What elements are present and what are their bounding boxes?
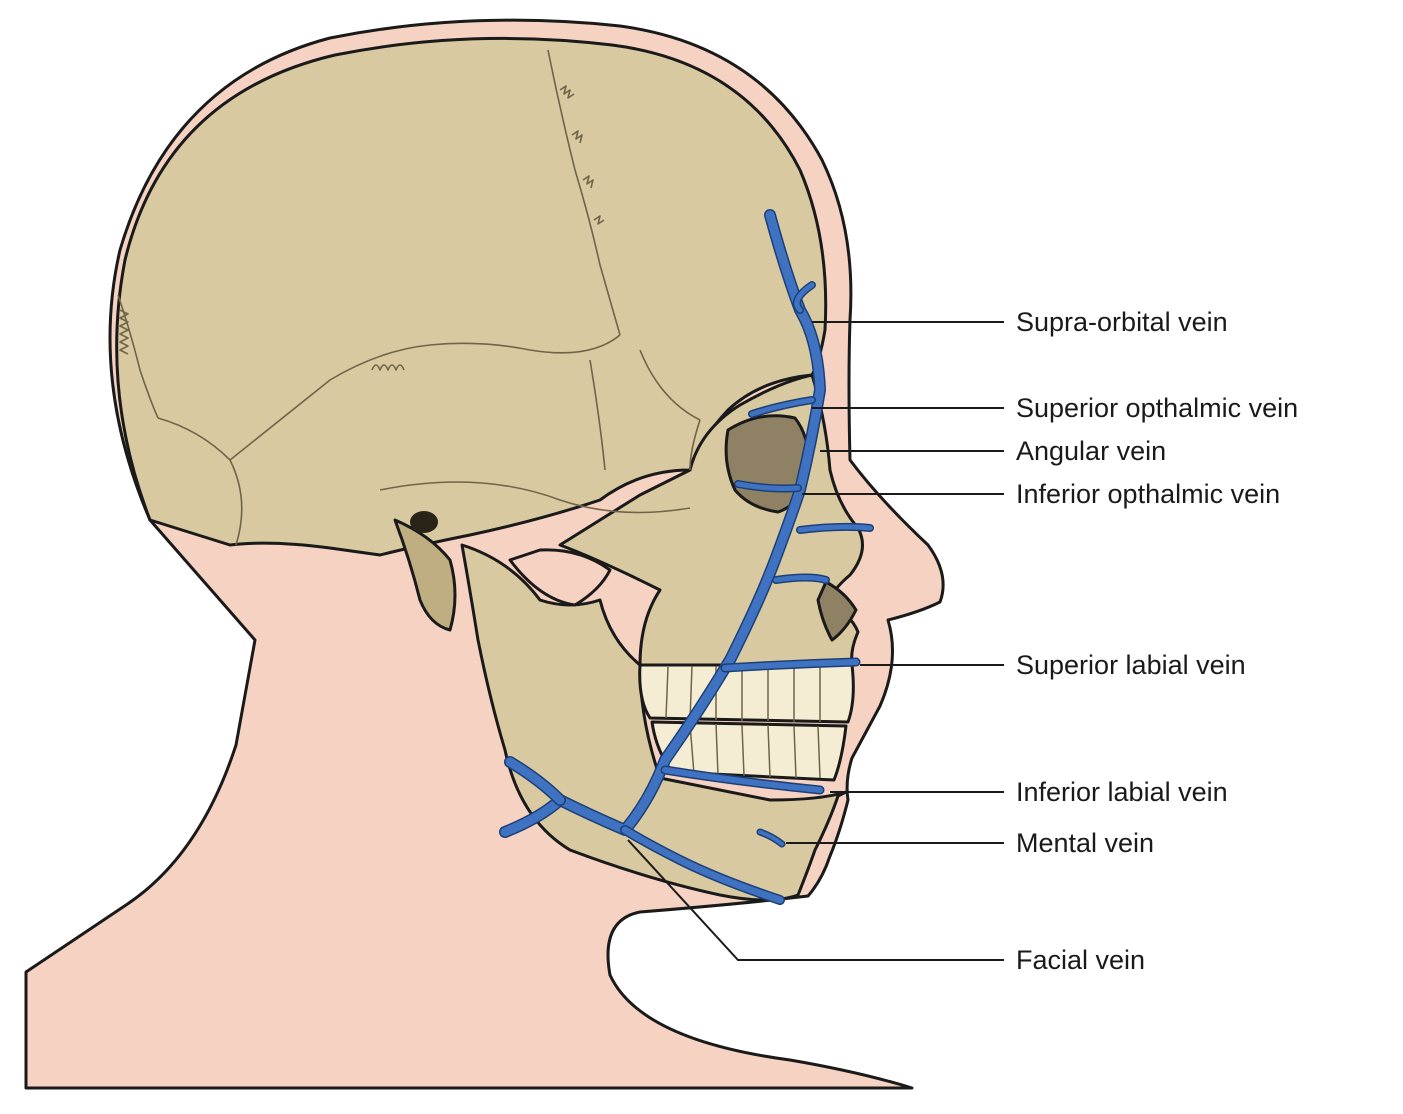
leader-lines	[627, 321, 1004, 961]
teeth	[638, 663, 855, 782]
label-superior-ophthalmic-vein: Superior opthalmic vein	[1016, 393, 1298, 423]
label-facial-vein: Facial vein	[1016, 945, 1145, 975]
lambdoid-suture	[117, 294, 159, 419]
transverse-facial-branch	[797, 524, 873, 533]
mandible	[460, 543, 848, 902]
mandibular-notch	[508, 548, 612, 607]
coronal-suture-serration	[559, 85, 605, 225]
label-angular-vein: Angular vein	[1016, 436, 1166, 466]
facial-vein-to-neck	[621, 826, 784, 904]
supra-orbital-branch	[794, 282, 815, 313]
mental-branch	[758, 830, 784, 846]
lambdoid-suture-serration	[119, 309, 129, 355]
vein-labels: Supra-orbital vein Superior opthalmic ve…	[1016, 307, 1298, 975]
zygomatic-arch	[379, 481, 691, 514]
ear-canal	[410, 511, 438, 533]
superior-labial-branch	[722, 659, 859, 671]
facial-vein-main	[500, 210, 825, 837]
label-supra-orbital-vein: Supra-orbital vein	[1016, 307, 1228, 337]
coronal-suture	[547, 49, 621, 336]
label-mental-vein: Mental vein	[1016, 828, 1154, 858]
occipital-suture	[157, 417, 243, 546]
upper-teeth	[638, 663, 855, 724]
inferior-ophthalmic-branch	[735, 481, 801, 491]
squamosal-suture	[229, 334, 621, 461]
squamosal-serration	[371, 364, 405, 371]
lower-teeth	[650, 720, 848, 782]
leader-facial	[627, 839, 1004, 961]
label-inferior-labial-vein: Inferior labial vein	[1016, 777, 1228, 807]
nasal-branch	[773, 575, 829, 583]
sphenoid-sutures	[589, 349, 701, 471]
label-inferior-ophthalmic-vein: Inferior opthalmic vein	[1016, 479, 1280, 509]
mastoid-process	[393, 518, 457, 632]
inferior-labial-branch	[662, 767, 823, 793]
veins	[499, 209, 874, 905]
cranium	[115, 36, 828, 557]
retromandibular-branch	[505, 757, 565, 805]
label-superior-labial-vein: Superior labial vein	[1016, 650, 1246, 680]
nasal-cavity	[816, 580, 858, 642]
superior-ophthalmic-branch	[749, 397, 815, 417]
